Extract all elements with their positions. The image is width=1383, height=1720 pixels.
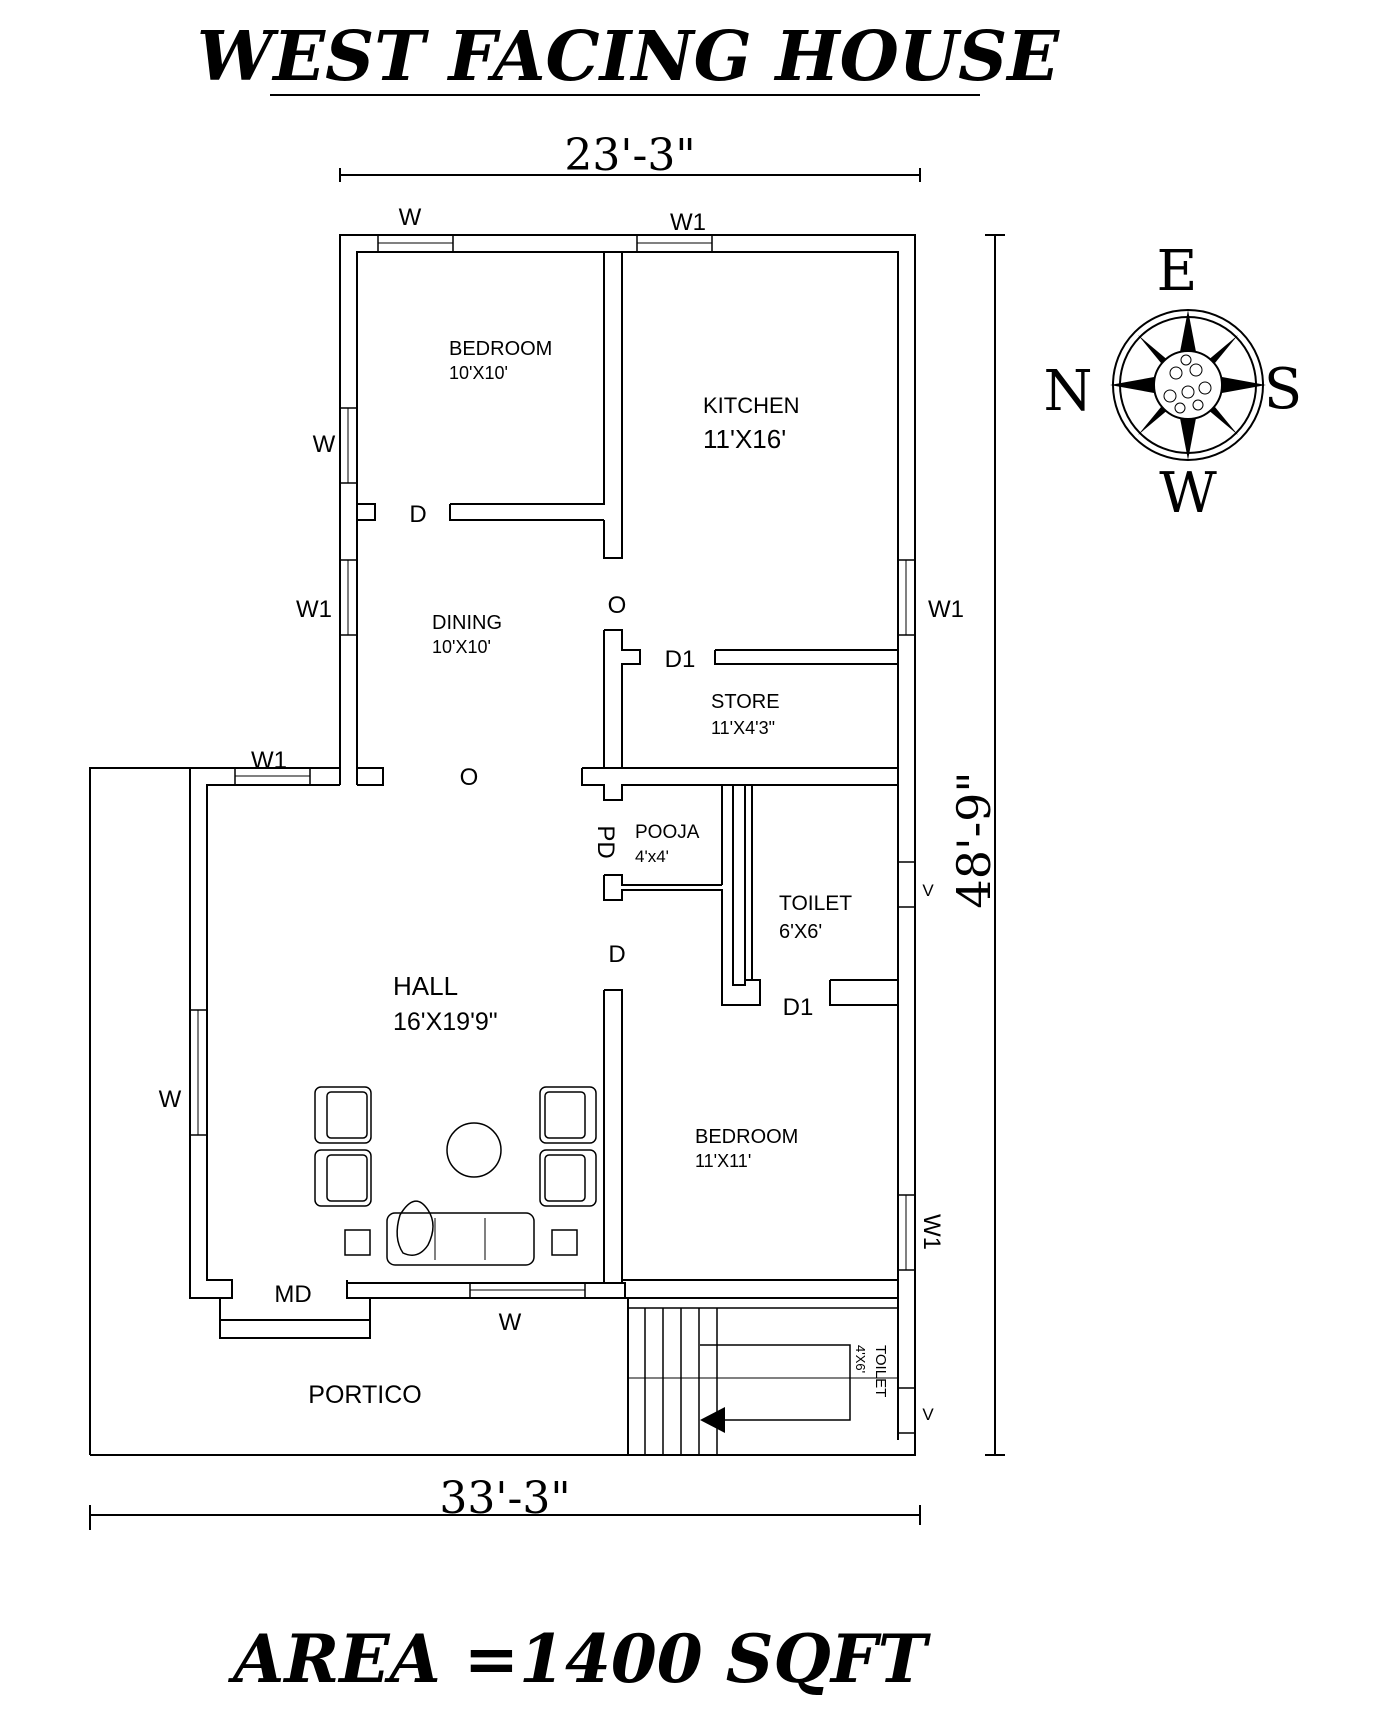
room-dining: DINING 10'X10' xyxy=(432,612,502,657)
room-name: BEDROOM xyxy=(449,338,552,360)
sofa-set-icon xyxy=(314,1086,597,1266)
room-name: HALL xyxy=(393,971,458,1001)
room-name: POOJA xyxy=(635,822,700,843)
room-bedroom-2: BEDROOM 11'X11' xyxy=(695,1126,798,1171)
room-size: 11'X4'3" xyxy=(711,718,775,738)
ventilator-tag: V xyxy=(922,1405,934,1424)
window-tag: W1 xyxy=(251,747,287,774)
room-name: TOILET xyxy=(779,892,852,915)
compass-e-label: E xyxy=(1157,239,1198,304)
room-size: 6'X6' xyxy=(779,921,822,943)
room-portico: PORTICO xyxy=(308,1381,421,1409)
window-tag: W1 xyxy=(928,596,964,623)
door-tag: D xyxy=(608,941,625,968)
door-tag: D1 xyxy=(665,646,696,673)
room-toilet-1: TOILET 6'X6' xyxy=(779,892,852,943)
room-name: DINING xyxy=(432,612,502,634)
walls xyxy=(89,234,916,1456)
window-tag: W1 xyxy=(918,1214,945,1250)
compass-rose-icon xyxy=(1110,309,1266,461)
window-tag: W1 xyxy=(296,596,332,623)
ventilator-tag: V xyxy=(922,881,934,900)
room-size: 4'x4' xyxy=(635,847,669,866)
room-hall: HALL 16'X19'9" xyxy=(393,971,498,1036)
room-name: STORE xyxy=(711,691,780,713)
window-tag: W xyxy=(399,204,422,231)
room-store: STORE 11'X4'3" xyxy=(711,691,780,738)
compass-n-label: N xyxy=(1044,359,1093,424)
room-kitchen: KITCHEN 11'X16' xyxy=(703,393,800,454)
window-tag: W xyxy=(159,1086,182,1113)
room-name: KITCHEN xyxy=(703,393,800,418)
room-size: 16'X19'9" xyxy=(393,1008,498,1036)
room-name: TOILET xyxy=(872,1345,889,1397)
window-tag: W xyxy=(499,1309,522,1336)
bottom-dimension-label: 33'-3" xyxy=(439,1473,570,1524)
opening-tag: O xyxy=(608,592,627,619)
room-bedroom-1: BEDROOM 10'X10' xyxy=(449,338,552,383)
door-tag: MD xyxy=(274,1281,311,1308)
compass-w-label: W xyxy=(1159,461,1217,526)
door-tag: D1 xyxy=(783,994,814,1021)
room-size: 10'X10' xyxy=(449,363,508,383)
opening-tag: O xyxy=(460,764,479,791)
room-name: BEDROOM xyxy=(695,1126,798,1148)
door-tag: PD xyxy=(592,825,619,858)
room-size: 10'X10' xyxy=(432,637,491,657)
window-tag: W xyxy=(313,431,336,458)
staircase xyxy=(628,1307,898,1455)
right-dimension-label: 48'-9" xyxy=(947,771,1001,908)
stair-arrow-icon xyxy=(700,1407,725,1433)
windows xyxy=(189,234,916,1434)
window-tag: W1 xyxy=(670,209,706,236)
top-dimension-label: 23'-3" xyxy=(564,130,695,181)
room-size: 11'X11' xyxy=(695,1151,751,1171)
room-toilet-2: TOILET 4'X6' xyxy=(853,1345,889,1397)
plan-title: WEST FACING HOUSE xyxy=(197,17,1060,97)
door-tag: D xyxy=(409,501,426,528)
room-size: 4'X6' xyxy=(853,1345,868,1373)
room-size: 11'X16' xyxy=(703,424,786,454)
area-label: AREA =1400 SQFT xyxy=(227,1620,932,1698)
room-pooja: POOJA 4'x4' xyxy=(635,822,700,866)
compass-s-label: S xyxy=(1264,357,1302,422)
